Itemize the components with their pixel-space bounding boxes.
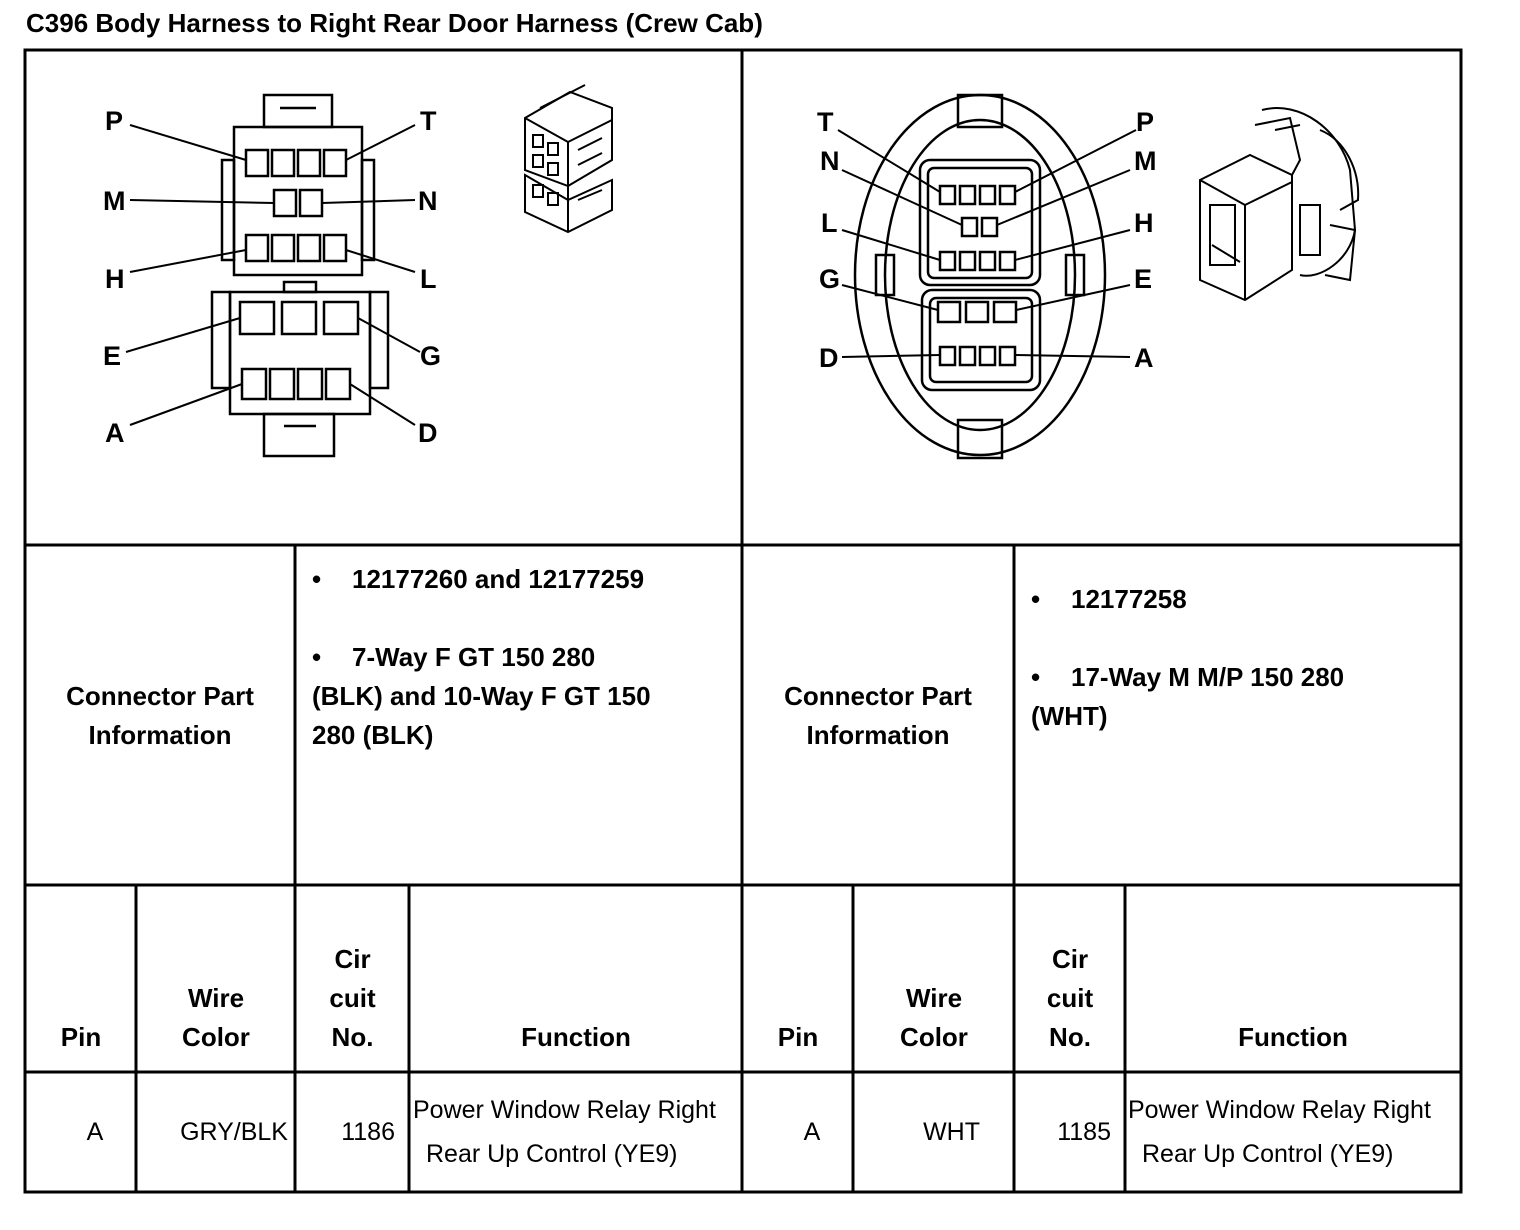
column-header-circuit-no: Cir cuit No. <box>1016 940 1124 1057</box>
header-line: cuit <box>1046 983 1094 1013</box>
wire-color-cell: WHT <box>923 1118 980 1146</box>
left-connector-description: • 7-Way F GT 150 280 (BLK) and 10-Way F G… <box>312 638 732 755</box>
column-header-function: Function <box>1238 1022 1348 1052</box>
pin-label-e: E <box>1134 264 1152 294</box>
pin-label-l: L <box>420 264 437 294</box>
header-line: No. <box>331 1022 374 1052</box>
right-part-numbers: • 12177258 <box>1031 580 1451 619</box>
page-title: C396 Body Harness to Right Rear Door Har… <box>26 8 763 38</box>
column-header-wire-color: Wire Color <box>855 979 1013 1057</box>
description-line: (WHT) <box>1031 701 1108 731</box>
pin-cell: A <box>86 1118 104 1146</box>
label-line: Connector Part <box>784 681 972 711</box>
header-line: Color <box>182 1022 250 1052</box>
pin-label-m: M <box>103 186 126 216</box>
header-line: Wire <box>905 983 963 1013</box>
function-line: Power Window Relay Right <box>413 1096 716 1124</box>
function-line: Rear Up Control (YE9) <box>1142 1140 1394 1168</box>
pin-label-d: D <box>418 418 438 448</box>
pin-cell: A <box>803 1118 821 1146</box>
function-line: Power Window Relay Right <box>1128 1096 1431 1124</box>
pin-label-t: T <box>817 107 834 137</box>
pin-label-p: P <box>105 106 123 136</box>
bullet: • <box>312 564 322 594</box>
pin-label-t: T <box>420 106 437 136</box>
column-header-wire-color: Wire Color <box>138 979 294 1057</box>
bullet: • <box>312 642 322 672</box>
header-line: cuit <box>329 983 376 1013</box>
pin-label-e: E <box>103 341 121 371</box>
wire-color-cell: GRY/BLK <box>180 1118 288 1146</box>
pin-label-h: H <box>105 264 125 294</box>
header-line: Cir <box>334 944 371 974</box>
pin-label-a: A <box>105 418 125 448</box>
part-numbers: 12177260 and 12177259 <box>352 564 645 594</box>
left-connector-diagram: P T M N H L E G A D <box>103 84 613 458</box>
pin-label-g: G <box>819 264 840 294</box>
pin-label-d: D <box>819 343 839 373</box>
label-line: Connector Part <box>66 681 254 711</box>
pin-label-n: N <box>820 146 840 176</box>
pin-label-n: N <box>418 186 438 216</box>
function-line: Rear Up Control (YE9) <box>426 1140 678 1168</box>
column-header-function: Function <box>521 1022 631 1052</box>
header-line: Wire <box>187 983 245 1013</box>
left-connector-isometric-icon <box>524 84 613 234</box>
pin-label-a: A <box>1134 343 1154 373</box>
function-cell: Power Window Relay Right Rear Up Control… <box>1128 1088 1458 1176</box>
header-line: No. <box>1049 1022 1091 1052</box>
part-numbers: 12177258 <box>1071 584 1187 614</box>
right-connector-isometric-icon <box>1199 107 1360 302</box>
pin-label-g: G <box>420 341 441 371</box>
header-line: Cir <box>1051 944 1089 974</box>
left-part-numbers: • 12177260 and 12177259 <box>312 560 732 599</box>
right-connector-diagram: T P N M L H G E D A <box>817 93 1360 460</box>
description-line: 17-Way M M/P 150 280 <box>1071 662 1345 692</box>
bullet: • <box>1031 662 1041 692</box>
circuit-cell: 1185 <box>1057 1118 1111 1146</box>
connector-part-info-label-left: Connector Part Information <box>27 677 293 755</box>
description-line: 280 (BLK) <box>312 720 434 750</box>
description-line: 7-Way F GT 150 280 <box>352 642 596 672</box>
label-line: Information <box>806 720 950 750</box>
column-header-pin: Pin <box>777 1022 819 1052</box>
bullet: • <box>1031 584 1041 614</box>
pin-label-p: P <box>1136 107 1154 137</box>
connector-part-info-label-right: Connector Part Information <box>744 677 1012 755</box>
column-header-pin: Pin <box>60 1022 102 1052</box>
circuit-cell: 1186 <box>341 1118 395 1146</box>
label-line: Information <box>88 720 232 750</box>
pin-label-h: H <box>1134 208 1154 238</box>
function-cell: Power Window Relay Right Rear Up Control… <box>413 1088 741 1176</box>
description-line: (BLK) and 10-Way F GT 150 <box>312 681 651 711</box>
column-header-circuit-no: Cir cuit No. <box>297 940 408 1057</box>
pin-label-l: L <box>821 208 838 238</box>
right-connector-description: • 17-Way M M/P 150 280 (WHT) <box>1031 658 1451 736</box>
header-line: Color <box>900 1022 968 1052</box>
pin-label-m: M <box>1134 146 1157 176</box>
